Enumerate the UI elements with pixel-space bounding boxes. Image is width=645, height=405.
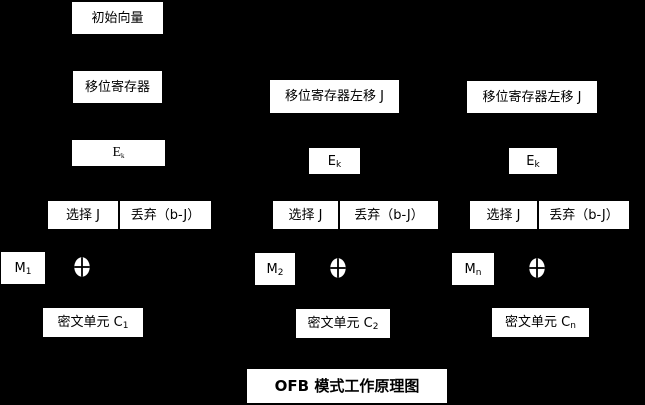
xor-icon-2	[330, 258, 346, 278]
block-cipher-box-2: Ek	[309, 148, 360, 174]
diagram-title: OFB 模式工作原理图	[247, 369, 447, 403]
block-cipher-box-1: Ek	[72, 140, 165, 166]
select-j-box-3: 选择 J	[470, 201, 537, 229]
shift-register-box-1: 移位寄存器	[73, 71, 162, 103]
initial-vector-box: 初始向量	[72, 2, 163, 34]
message-label-3: Mn	[464, 261, 482, 278]
diagram-title-label: OFB 模式工作原理图	[274, 376, 420, 395]
shift-register-label-1: 移位寄存器	[84, 79, 150, 95]
initial-vector-label: 初始向量	[91, 10, 144, 26]
select-j-label-2: 选择 J	[288, 207, 323, 223]
discard-label-2: 丢弃（b-J）	[354, 207, 424, 223]
shift-register-box-3: 移位寄存器左移 J	[467, 81, 597, 113]
cipher-unit-label-1: 密文单元 C1	[57, 315, 129, 331]
discard-label-1: 丢弃（b-J）	[130, 207, 201, 223]
cipher-label-1: Ek	[112, 145, 125, 160]
shift-register-label-2: 移位寄存器左移 J	[285, 89, 384, 104]
xor-icon-3	[529, 258, 545, 278]
xor-icon-1	[74, 257, 90, 277]
cipher-unit-box-1: 密文单元 C1	[43, 308, 143, 337]
cipher-unit-box-3: 密文单元 Cn	[492, 308, 589, 337]
message-box-2: M2	[255, 253, 295, 285]
block-cipher-box-3: Ek	[509, 148, 557, 174]
select-j-box-1: 选择 J	[48, 201, 118, 229]
discard-box-1: 丢弃（b-J）	[120, 201, 211, 229]
cipher-unit-label-3: 密文单元 Cn	[505, 315, 576, 331]
message-box-1: M1	[1, 252, 45, 284]
cipher-label-2: Ek	[327, 153, 342, 170]
message-label-2: M2	[266, 261, 284, 278]
discard-label-3: 丢弃（b-J）	[549, 207, 619, 223]
select-j-label-1: 选择 J	[66, 207, 100, 223]
discard-box-2: 丢弃（b-J）	[340, 201, 438, 229]
cipher-unit-box-2: 密文单元 C2	[296, 309, 390, 338]
select-j-label-3: 选择 J	[486, 207, 521, 223]
message-box-3: Mn	[452, 253, 494, 285]
cipher-label-3: Ek	[526, 153, 540, 170]
cipher-unit-label-2: 密文单元 C2	[307, 316, 379, 332]
select-j-box-2: 选择 J	[273, 201, 338, 229]
discard-box-3: 丢弃（b-J）	[539, 201, 629, 229]
shift-register-label-3: 移位寄存器左移 J	[482, 89, 582, 105]
shift-register-box-2: 移位寄存器左移 J	[270, 80, 399, 113]
message-label-1: M1	[14, 260, 32, 277]
